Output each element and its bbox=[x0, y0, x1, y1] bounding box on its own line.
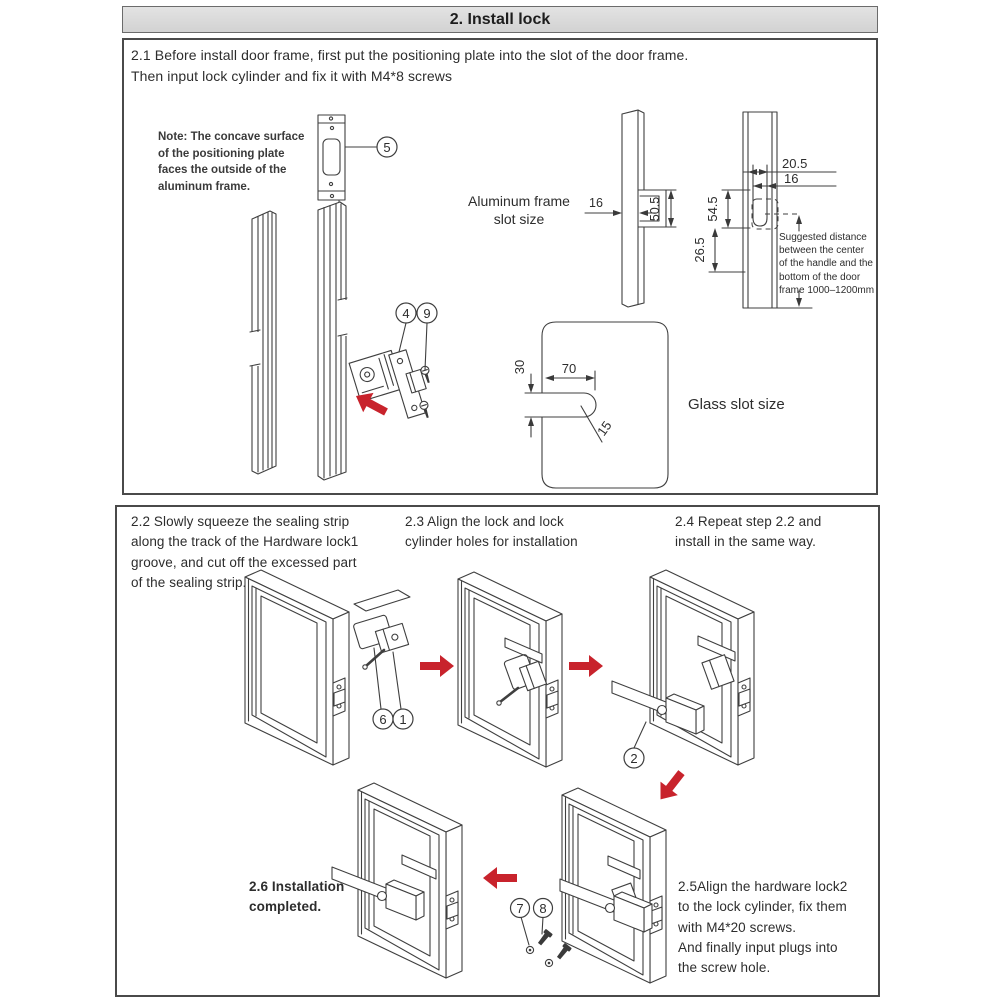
svg-text:16: 16 bbox=[589, 196, 603, 210]
door-frame-dims-drawing: 20.5 16 54.5 26.5 bbox=[692, 112, 836, 308]
svg-text:8: 8 bbox=[539, 901, 546, 916]
step-2-1-text: 2.1 Before install door frame, first put… bbox=[131, 47, 689, 84]
svg-text:7: 7 bbox=[516, 901, 523, 916]
svg-text:50.5: 50.5 bbox=[648, 197, 662, 221]
svg-text:9: 9 bbox=[423, 306, 430, 321]
step-2-3-text: 2.3 Align the lock and lock cylinder hol… bbox=[405, 514, 578, 550]
svg-text:5: 5 bbox=[383, 140, 390, 155]
door-frame-step26 bbox=[357, 782, 463, 979]
extrusion-left-drawing bbox=[249, 211, 276, 474]
callout-6: 6 bbox=[373, 709, 393, 729]
aluminum-frame-slot-label: Aluminum frame slot size bbox=[468, 193, 570, 228]
section-2-1-drawing: 5 bbox=[249, 38, 878, 495]
callout-5: 5 bbox=[377, 137, 397, 157]
latch-screw-2 bbox=[419, 400, 429, 419]
extrusion-right-drawing bbox=[318, 202, 348, 480]
svg-text:1: 1 bbox=[399, 712, 406, 727]
step-2-5-text: 2.5Align the hardware lock2 to the lock … bbox=[678, 879, 848, 975]
plugs-screws-drawing bbox=[521, 917, 572, 968]
svg-text:15: 15 bbox=[594, 418, 615, 438]
door-frame-step23 bbox=[457, 571, 563, 768]
suggested-distance-text: Suggested distance between the center of… bbox=[779, 232, 875, 296]
callout-4: 4 bbox=[396, 303, 416, 323]
callout-9: 9 bbox=[417, 303, 437, 323]
callout-2: 2 bbox=[624, 748, 644, 768]
svg-text:6: 6 bbox=[379, 712, 386, 727]
svg-text:70: 70 bbox=[562, 361, 576, 376]
frame2-cylinder-drawing bbox=[497, 638, 547, 705]
frame5-strip-drawing bbox=[402, 855, 436, 879]
callout-7: 7 bbox=[511, 899, 530, 918]
lock-cylinder-assembly-drawing bbox=[353, 590, 410, 709]
step-2-2-text: 2.2 Slowly squeeze the sealing strip alo… bbox=[131, 514, 359, 590]
red-arrow-left bbox=[483, 867, 517, 889]
svg-text:30: 30 bbox=[512, 360, 527, 374]
svg-text:20.5: 20.5 bbox=[782, 156, 807, 171]
aluminum-frame-slot-drawing: 16 50.5 bbox=[585, 110, 676, 307]
svg-text:2: 2 bbox=[630, 751, 637, 766]
red-arrow-right-1 bbox=[420, 655, 454, 677]
svg-text:4: 4 bbox=[402, 306, 409, 321]
callout-1: 1 bbox=[393, 709, 413, 729]
door-frame-step22 bbox=[244, 569, 350, 766]
red-arrow-down-left bbox=[651, 765, 691, 807]
svg-text:16: 16 bbox=[784, 171, 798, 186]
note-text: Note: The concave surface of the positio… bbox=[158, 131, 305, 194]
section-2-2-drawing: 6 1 bbox=[244, 569, 755, 984]
svg-text:26.5: 26.5 bbox=[692, 237, 707, 262]
red-arrow-right-2 bbox=[569, 655, 603, 677]
glass-slot-drawing: 70 30 15 bbox=[512, 322, 668, 488]
frame3-strip-drawing bbox=[698, 636, 735, 689]
step-2-6-text: 2.6 Installation completed. bbox=[249, 879, 345, 915]
page-title: 2. Install lock bbox=[122, 6, 878, 33]
glass-slot-label: Glass slot size bbox=[688, 396, 785, 413]
latch-drawing bbox=[349, 323, 430, 422]
positioning-plate-drawing bbox=[318, 115, 377, 345]
callout-2-leader bbox=[634, 722, 646, 748]
door-frame-step24 bbox=[649, 569, 755, 766]
step-2-4-text: 2.4 Repeat step 2.2 and install in the s… bbox=[675, 514, 822, 550]
callout-8: 8 bbox=[534, 899, 553, 918]
svg-text:54.5: 54.5 bbox=[705, 196, 720, 221]
